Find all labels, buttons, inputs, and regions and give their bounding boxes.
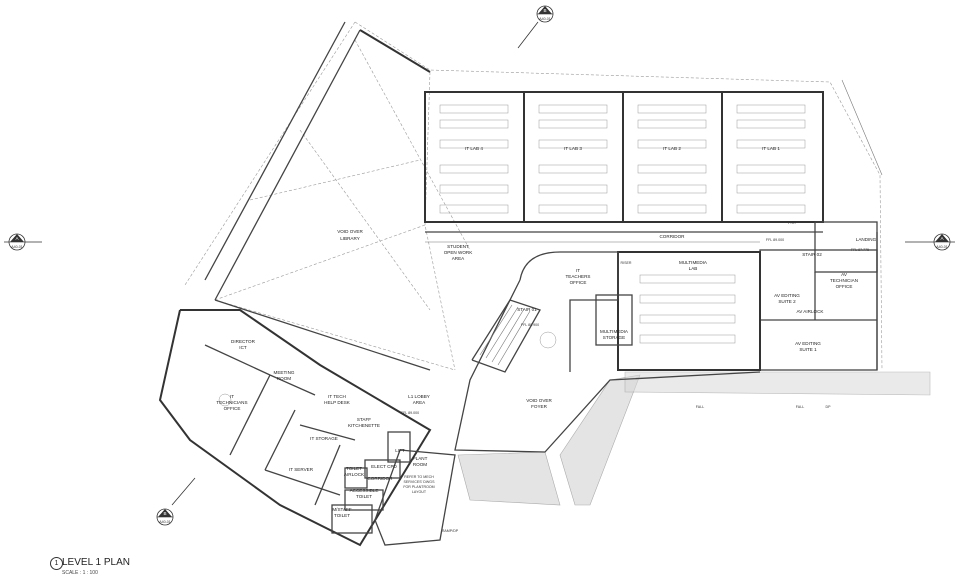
label-av-tech-1: AV xyxy=(841,272,848,277)
label-stair-01: STAIR 01 xyxy=(517,307,537,312)
label-fhr: FHR xyxy=(788,221,796,225)
label-it-teachers-3: OFFICE xyxy=(570,280,587,285)
marker-b-bottom-letter: B xyxy=(163,511,166,516)
label-ffl-stair: FFL 88.900 xyxy=(521,323,539,327)
label-plant-note-3: FOR PLANTROOM xyxy=(403,485,434,489)
label-corridor: CORRIDOR xyxy=(659,234,685,239)
lab-furniture xyxy=(218,104,806,407)
room-labels: IT LAB 4 IT LAB 3 IT LAB 2 IT LAB 1 CORR… xyxy=(216,146,876,533)
label-it-tech-1: IT xyxy=(230,394,234,399)
lab-3-desks xyxy=(538,104,608,214)
building-walls xyxy=(158,21,883,547)
label-mm-storage-2: STORAGE xyxy=(603,335,625,340)
label-meeting-1: MEETING xyxy=(274,370,295,375)
label-elect-cpd: ELECT CPD xyxy=(371,464,397,469)
label-it-server: IT SERVER xyxy=(289,467,314,472)
label-plant-2: ROOM xyxy=(413,462,427,467)
label-student-2: OPEN WORK xyxy=(444,250,474,255)
label-staff-kitchen-2: KITCHENETTE xyxy=(348,423,380,428)
lab-2-desks xyxy=(637,104,707,214)
marker-b-top-sheet: A40-01 xyxy=(539,17,551,21)
label-lobby-2: AREA xyxy=(413,400,426,405)
label-meeting-2: ROOM xyxy=(277,376,291,381)
label-ffl-landing: FFL 87.775 xyxy=(851,248,869,252)
label-student-3: AREA xyxy=(452,256,465,261)
label-av-suite1-1: AV EDITING xyxy=(795,341,821,346)
label-dp: DP xyxy=(826,405,832,409)
label-landing: LANDING xyxy=(856,237,877,242)
label-it-lab-4: IT LAB 4 xyxy=(465,146,483,151)
label-fall-1: FALL xyxy=(696,405,704,409)
label-av-tech-2: TECHNICIAN xyxy=(830,278,858,283)
label-director-1: DIRECTOR xyxy=(231,339,256,344)
marker-a-right-sheet: A40-01 xyxy=(936,245,948,249)
lab-1-desks xyxy=(736,104,806,214)
label-plant-note-1: REFER TO MECH xyxy=(404,475,434,479)
stair-treads xyxy=(479,304,531,366)
label-riser: RISER xyxy=(621,261,632,265)
lab-4-desks xyxy=(439,104,509,214)
label-director-2: ICT xyxy=(239,345,247,350)
label-it-teachers-1: IT xyxy=(576,268,580,273)
marker-a-right-letter: A xyxy=(940,236,944,241)
section-marker-b-top: B A40-01 xyxy=(517,5,554,49)
section-marker-b-bottom: B A40-01 xyxy=(156,477,196,526)
marker-a-left-sheet: A40-01 xyxy=(11,245,23,249)
label-it-teachers-2: TEACHERS xyxy=(565,274,590,279)
marker-b-bottom-sheet: A40-01 xyxy=(159,520,171,524)
label-corridor-small: CORRIDOR xyxy=(367,476,393,481)
label-it-lab-1: IT LAB 1 xyxy=(762,146,780,151)
section-marker-a-left: A A40-01 xyxy=(4,233,42,251)
label-lift: LIFT xyxy=(395,448,405,453)
label-it-tech-3: OFFICE xyxy=(224,406,241,411)
multimedia-desks xyxy=(639,274,736,344)
label-ffl-lobby: FFL 89.000 xyxy=(401,411,419,415)
marker-a-left-letter: A xyxy=(15,236,19,241)
view-number: 1 xyxy=(50,557,63,570)
label-av-tech-3: OFFICE xyxy=(836,284,853,289)
label-help-desk-1: IT TECH xyxy=(328,394,346,399)
section-marker-a-right: A A40-01 xyxy=(905,233,955,251)
label-fall-2: FALL xyxy=(796,405,804,409)
label-student-1: STUDENT xyxy=(447,244,469,249)
label-multimedia-lab-1: MULTIMEDIA xyxy=(679,260,708,265)
label-void-foyer-1: VOID OVER xyxy=(526,398,552,403)
label-multimedia-lab-2: LAB xyxy=(689,266,698,271)
label-toilet-airlock-1: TOILET xyxy=(346,466,362,471)
drawing-title: LEVEL 1 PLAN xyxy=(62,557,131,568)
label-staff-toilet-2: TOILET xyxy=(334,513,350,518)
label-av-suite1-2: SUITE 1 xyxy=(799,347,817,352)
label-plant-note-4: LAYOUT xyxy=(412,490,427,494)
label-staff-toilet-1: M/STAFF xyxy=(332,507,352,512)
label-av-suite2-2: SUITE 2 xyxy=(778,299,796,304)
label-ffl-corridor: FFL 89.000 xyxy=(766,238,784,242)
label-staff-kitchen-1: STAFF xyxy=(357,417,371,422)
label-plant-note-2: SERVICES' DWGS xyxy=(404,480,436,484)
label-void-library-1: VOID OVER xyxy=(337,229,363,234)
label-void-foyer-2: FOYER xyxy=(531,404,548,409)
label-toilet-airlock-2: AIRLOCK xyxy=(344,472,365,477)
roof-hatching xyxy=(457,371,931,506)
label-it-lab-3: IT LAB 3 xyxy=(564,146,582,151)
label-accessible-1: ACCESSIBLE xyxy=(350,488,379,493)
label-av-suite2-1: AV EDITING xyxy=(774,293,800,298)
label-mm-storage-1: MULTIMEDIA xyxy=(600,329,629,334)
label-void-library-2: LIBRARY xyxy=(340,236,360,241)
marker-b-top-letter: B xyxy=(543,8,546,13)
label-it-tech-2: TECHNICIANS xyxy=(216,400,247,405)
label-it-storage: IT STORAGE xyxy=(310,436,338,441)
label-ramp: RAMP/DP xyxy=(442,529,459,533)
roof-outline-dashed xyxy=(184,21,883,371)
label-accessible-2: TOILET xyxy=(356,494,372,499)
label-help-desk-2: HELP DESK xyxy=(324,400,351,405)
label-plant-1: PLANT xyxy=(413,456,428,461)
label-lobby-1: L1 LOBBY xyxy=(408,394,430,399)
label-stair-02: STAIR 02 xyxy=(802,252,822,257)
drawing-scale: SCALE : 1 : 100 xyxy=(62,570,98,576)
label-it-lab-2: IT LAB 2 xyxy=(663,146,681,151)
label-av-airlock: AV AIRLOCK xyxy=(797,309,825,314)
